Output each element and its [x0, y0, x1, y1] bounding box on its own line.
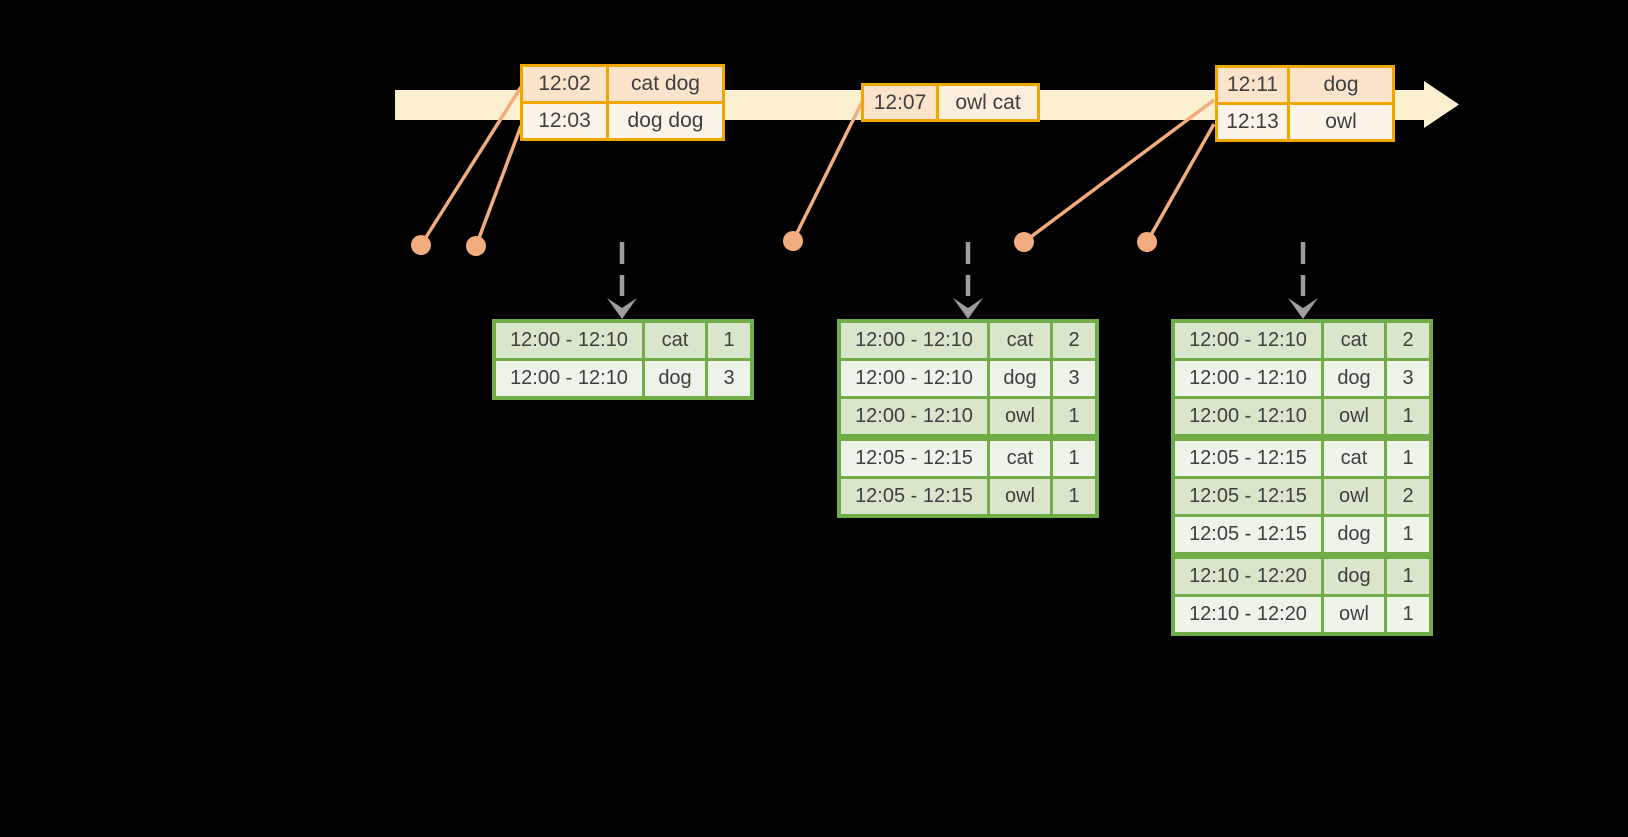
event-row: 12:11 dog [1218, 68, 1392, 102]
result-word-cell: dog [1324, 559, 1384, 594]
result-row: 12:00 - 12:10 owl 1 [1175, 399, 1429, 434]
result-row: 12:00 - 12:10 dog 3 [841, 361, 1095, 396]
event-dot [411, 235, 431, 255]
event-dot [783, 231, 803, 251]
result-count-cell: 3 [708, 361, 750, 396]
result-row: 12:10 - 12:20 owl 1 [1175, 597, 1429, 632]
result-row: 12:00 - 12:10 cat 1 [496, 323, 750, 358]
connector-line [1145, 123, 1216, 243]
event-dot [466, 236, 486, 256]
trigger-arrow-head-icon [953, 298, 983, 319]
result-word-cell: dog [1324, 517, 1384, 552]
result-count-cell: 3 [1053, 361, 1095, 396]
trigger-arrow-head-icon [1288, 298, 1318, 319]
event-words-cell: owl [1290, 105, 1392, 139]
result-word-cell: cat [990, 323, 1050, 358]
event-time-cell: 12:13 [1218, 105, 1287, 139]
result-window-cell: 12:00 - 12:10 [841, 361, 987, 396]
result-window-cell: 12:10 - 12:20 [1175, 559, 1321, 594]
event-table-1: 12:02 cat dog 12:03 dog dog [520, 64, 725, 141]
event-words-cell: owl cat [939, 86, 1037, 119]
result-row: 12:10 - 12:20 dog 1 [1175, 559, 1429, 594]
result-table-1: 12:00 - 12:10 cat 1 12:00 - 12:10 dog 3 [492, 319, 754, 400]
event-table-3: 12:11 dog 12:13 owl [1215, 65, 1395, 142]
event-row: 12:07 owl cat [864, 86, 1037, 119]
result-word-cell: cat [1324, 441, 1384, 476]
result-count-cell: 1 [1053, 441, 1095, 476]
event-time-cell: 12:02 [523, 67, 606, 101]
result-row: 12:05 - 12:15 cat 1 [1175, 441, 1429, 476]
result-window-cell: 12:05 - 12:15 [841, 479, 987, 514]
result-window-cell: 12:00 - 12:10 [841, 399, 987, 434]
connector-line [1022, 98, 1216, 244]
result-count-cell: 1 [1053, 399, 1095, 434]
result-count-cell: 1 [1387, 559, 1429, 594]
result-count-cell: 1 [1387, 399, 1429, 434]
result-row: 12:00 - 12:10 dog 3 [496, 361, 750, 396]
result-count-cell: 2 [1387, 479, 1429, 514]
result-table-2: 12:00 - 12:10 cat 2 12:00 - 12:10 dog 3 … [837, 319, 1099, 518]
result-row: 12:05 - 12:15 dog 1 [1175, 517, 1429, 552]
result-word-cell: owl [1324, 479, 1384, 514]
result-count-cell: 1 [1053, 479, 1095, 514]
event-row: 12:02 cat dog [523, 67, 722, 101]
event-table-2: 12:07 owl cat [861, 83, 1040, 122]
result-count-cell: 2 [1053, 323, 1095, 358]
event-dot [1137, 232, 1157, 252]
result-word-cell: owl [1324, 399, 1384, 434]
result-word-cell: dog [1324, 361, 1384, 396]
trigger-arrow-head-icon [607, 298, 637, 319]
result-window-cell: 12:00 - 12:10 [1175, 361, 1321, 396]
result-word-cell: cat [645, 323, 705, 358]
result-word-cell: owl [990, 399, 1050, 434]
connector-line [791, 101, 864, 242]
result-row: 12:00 - 12:10 dog 3 [1175, 361, 1429, 396]
result-window-cell: 12:05 - 12:15 [1175, 441, 1321, 476]
result-window-cell: 12:05 - 12:15 [1175, 479, 1321, 514]
result-word-cell: owl [1324, 597, 1384, 632]
result-window-cell: 12:00 - 12:10 [1175, 323, 1321, 358]
result-window-cell: 12:05 - 12:15 [1175, 517, 1321, 552]
result-count-cell: 1 [1387, 517, 1429, 552]
result-count-cell: 3 [1387, 361, 1429, 396]
result-count-cell: 1 [1387, 597, 1429, 632]
event-words-cell: dog dog [609, 104, 722, 138]
event-words-cell: cat dog [609, 67, 722, 101]
event-row: 12:03 dog dog [523, 104, 722, 138]
result-word-cell: dog [990, 361, 1050, 396]
result-word-cell: dog [645, 361, 705, 396]
result-word-cell: cat [990, 441, 1050, 476]
event-dot [1014, 232, 1034, 252]
result-row: 12:00 - 12:10 cat 2 [1175, 323, 1429, 358]
result-window-cell: 12:00 - 12:10 [496, 323, 642, 358]
event-words-cell: dog [1290, 68, 1392, 102]
result-count-cell: 1 [1387, 441, 1429, 476]
event-time-cell: 12:11 [1218, 68, 1287, 102]
result-window-cell: 12:10 - 12:20 [1175, 597, 1321, 632]
event-row: 12:13 owl [1218, 105, 1392, 139]
result-window-cell: 12:00 - 12:10 [841, 323, 987, 358]
connector-line [474, 125, 523, 247]
result-row: 12:05 - 12:15 owl 1 [841, 479, 1095, 514]
result-row: 12:00 - 12:10 cat 2 [841, 323, 1095, 358]
result-window-cell: 12:00 - 12:10 [496, 361, 642, 396]
result-count-cell: 2 [1387, 323, 1429, 358]
connector-line [419, 86, 523, 246]
result-window-cell: 12:05 - 12:15 [841, 441, 987, 476]
result-row: 12:00 - 12:10 owl 1 [841, 399, 1095, 434]
event-time-cell: 12:07 [864, 86, 936, 119]
result-word-cell: cat [1324, 323, 1384, 358]
result-window-cell: 12:00 - 12:10 [1175, 399, 1321, 434]
result-row: 12:05 - 12:15 owl 2 [1175, 479, 1429, 514]
result-table-3: 12:00 - 12:10 cat 2 12:00 - 12:10 dog 3 … [1171, 319, 1433, 636]
result-count-cell: 1 [708, 323, 750, 358]
result-word-cell: owl [990, 479, 1050, 514]
event-time-cell: 12:03 [523, 104, 606, 138]
timeline-arrow-head [1424, 81, 1459, 128]
result-row: 12:05 - 12:15 cat 1 [841, 441, 1095, 476]
